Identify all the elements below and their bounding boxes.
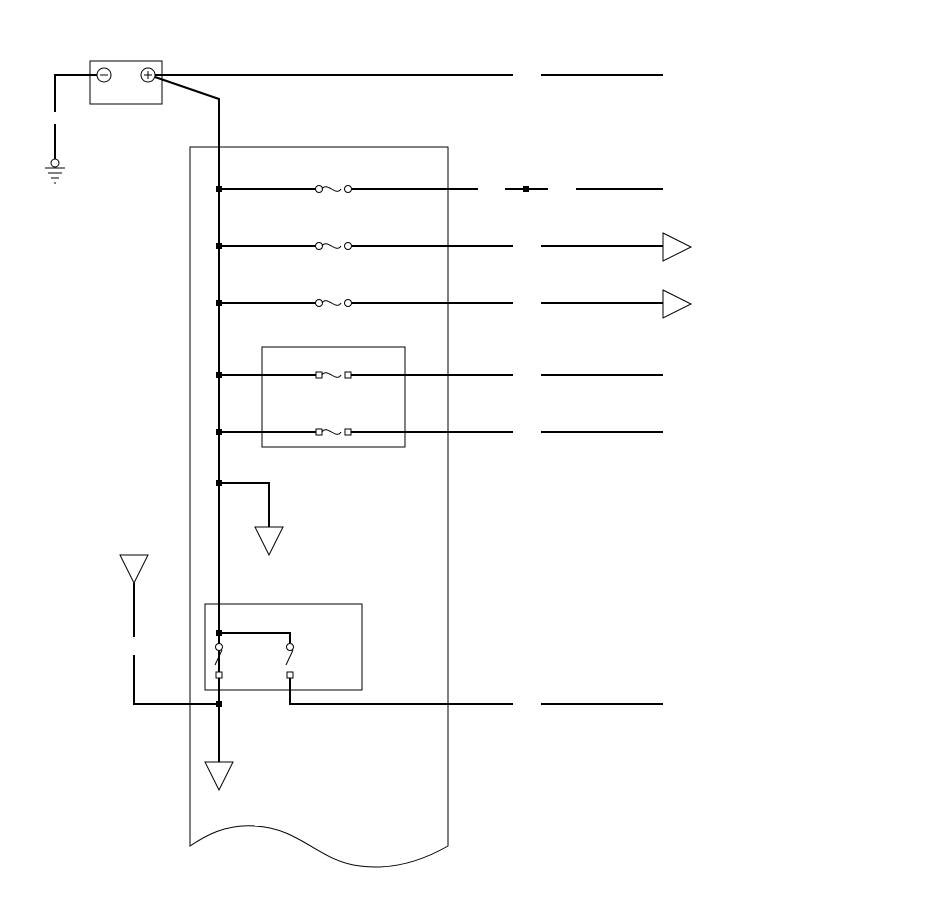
fuse-4-icon [315, 371, 352, 379]
connector-arrow-3-icon [662, 289, 693, 319]
relay-block-outline [204, 603, 363, 691]
fuse-subblock-outline [261, 346, 406, 448]
battery-case [89, 60, 163, 105]
battery-positive-feed-wire [154, 76, 220, 762]
battery [89, 60, 163, 105]
left-input-branch [119, 554, 222, 707]
connector-arrow-2-icon [662, 232, 693, 262]
chassis-ground-icon [45, 158, 65, 184]
fuse-1-icon [315, 185, 352, 193]
relay-switch-icon [214, 630, 663, 705]
fuse-box-outline [189, 146, 449, 868]
branch-3 [216, 289, 693, 319]
connector-arrow-6-icon [254, 526, 284, 557]
fuse-3-icon [315, 299, 352, 307]
branch-6 [216, 480, 284, 557]
connector-arrow-bottom-icon [204, 761, 234, 792]
fuse-5-icon [315, 428, 352, 436]
battery-negative-wire [54, 74, 97, 112]
branch-5 [216, 428, 663, 436]
fuse-2-icon [315, 242, 352, 250]
connector-arrow-left-icon [119, 554, 149, 585]
branch-2 [216, 232, 693, 262]
branch-1 [216, 185, 663, 193]
branch-4 [216, 371, 663, 379]
